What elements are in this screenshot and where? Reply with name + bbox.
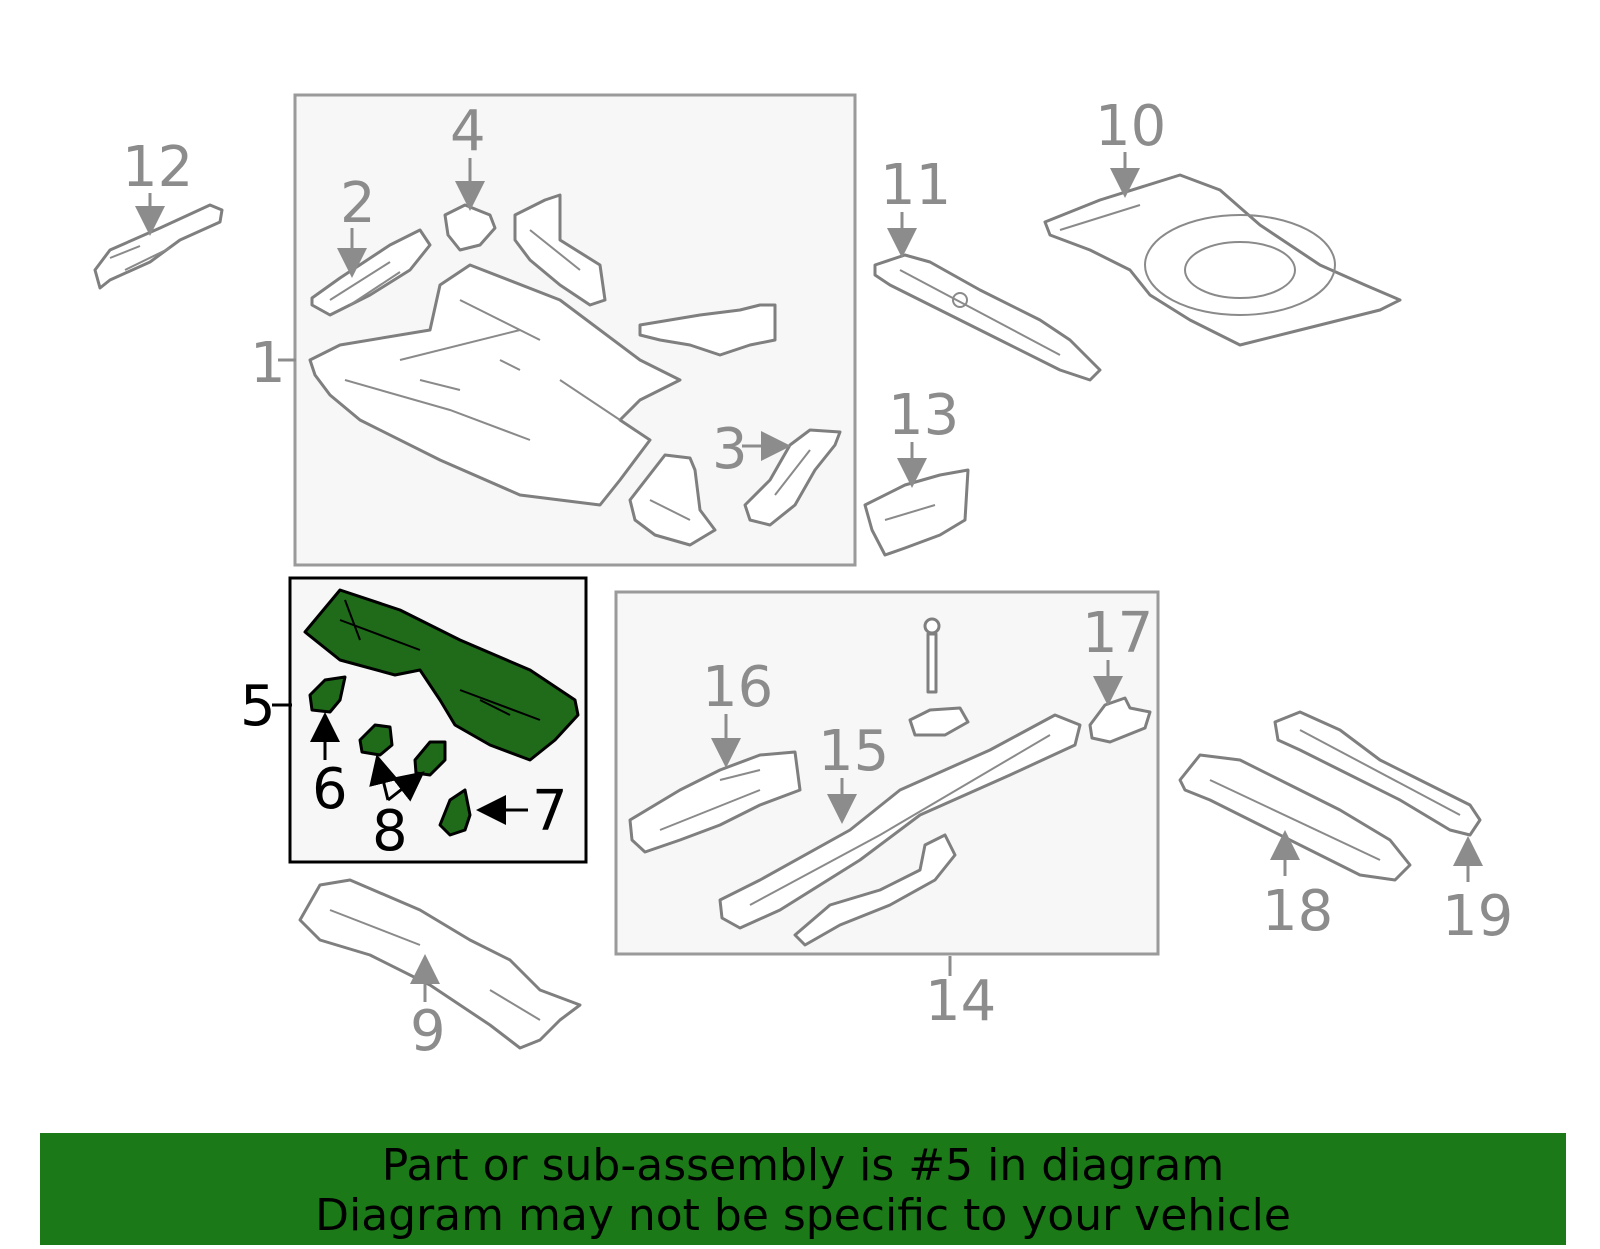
label-4: 4 [450,99,486,164]
label-6: 6 [312,757,348,822]
banner-line-2: Diagram may not be specific to your vehi… [315,1190,1291,1241]
part-1-reinforcement[interactable] [638,303,777,357]
label-14: 14 [925,969,996,1034]
part-1-side-bracket[interactable] [513,193,607,307]
part-6-bracket[interactable] [308,675,347,714]
group-box-14 [614,590,1160,956]
label-13: 13 [888,383,959,448]
label-8: 8 [372,799,408,864]
part-10-spare-tire-pan[interactable] [1043,173,1402,347]
label-2: 2 [340,171,376,236]
part-18-crossmember[interactable] [1178,753,1412,882]
part-12-bracket[interactable] [93,203,224,290]
label-11: 11 [880,153,951,218]
label-18: 18 [1262,879,1333,944]
part-9-crossmember[interactable] [298,878,582,1050]
banner-line-1: Part or sub-assembly is #5 in diagram [381,1140,1225,1191]
label-15: 15 [818,719,889,784]
part-11-crossmember[interactable] [873,253,1102,382]
part-5-floor-crossmember[interactable] [303,588,580,762]
label-1: 1 [250,331,286,396]
part-1-floor-pan[interactable] [308,263,682,507]
part-19-crossmember[interactable] [1273,710,1482,837]
label-16: 16 [702,655,773,720]
part-15-side-member[interactable] [718,713,1082,947]
label-9: 9 [410,999,446,1064]
arrow-8b [387,771,425,802]
label-5: 5 [240,674,276,739]
part-13-bracket[interactable] [863,468,970,557]
label-3: 3 [712,417,748,482]
part-16-extension[interactable] [628,750,802,854]
label-17: 17 [1082,601,1153,666]
label-7: 7 [532,779,568,844]
arrow-8a [369,754,399,801]
info-banner: Part or sub-assembly is #5 in diagram Di… [40,1133,1566,1245]
part-1-crossmember[interactable] [628,453,717,547]
label-10: 10 [1095,94,1166,159]
label-19: 19 [1442,884,1513,949]
part-7-bracket[interactable] [438,788,472,837]
label-12: 12 [122,135,193,200]
part-14-bolt[interactable] [923,617,941,694]
part-14-bracket[interactable] [908,706,970,737]
